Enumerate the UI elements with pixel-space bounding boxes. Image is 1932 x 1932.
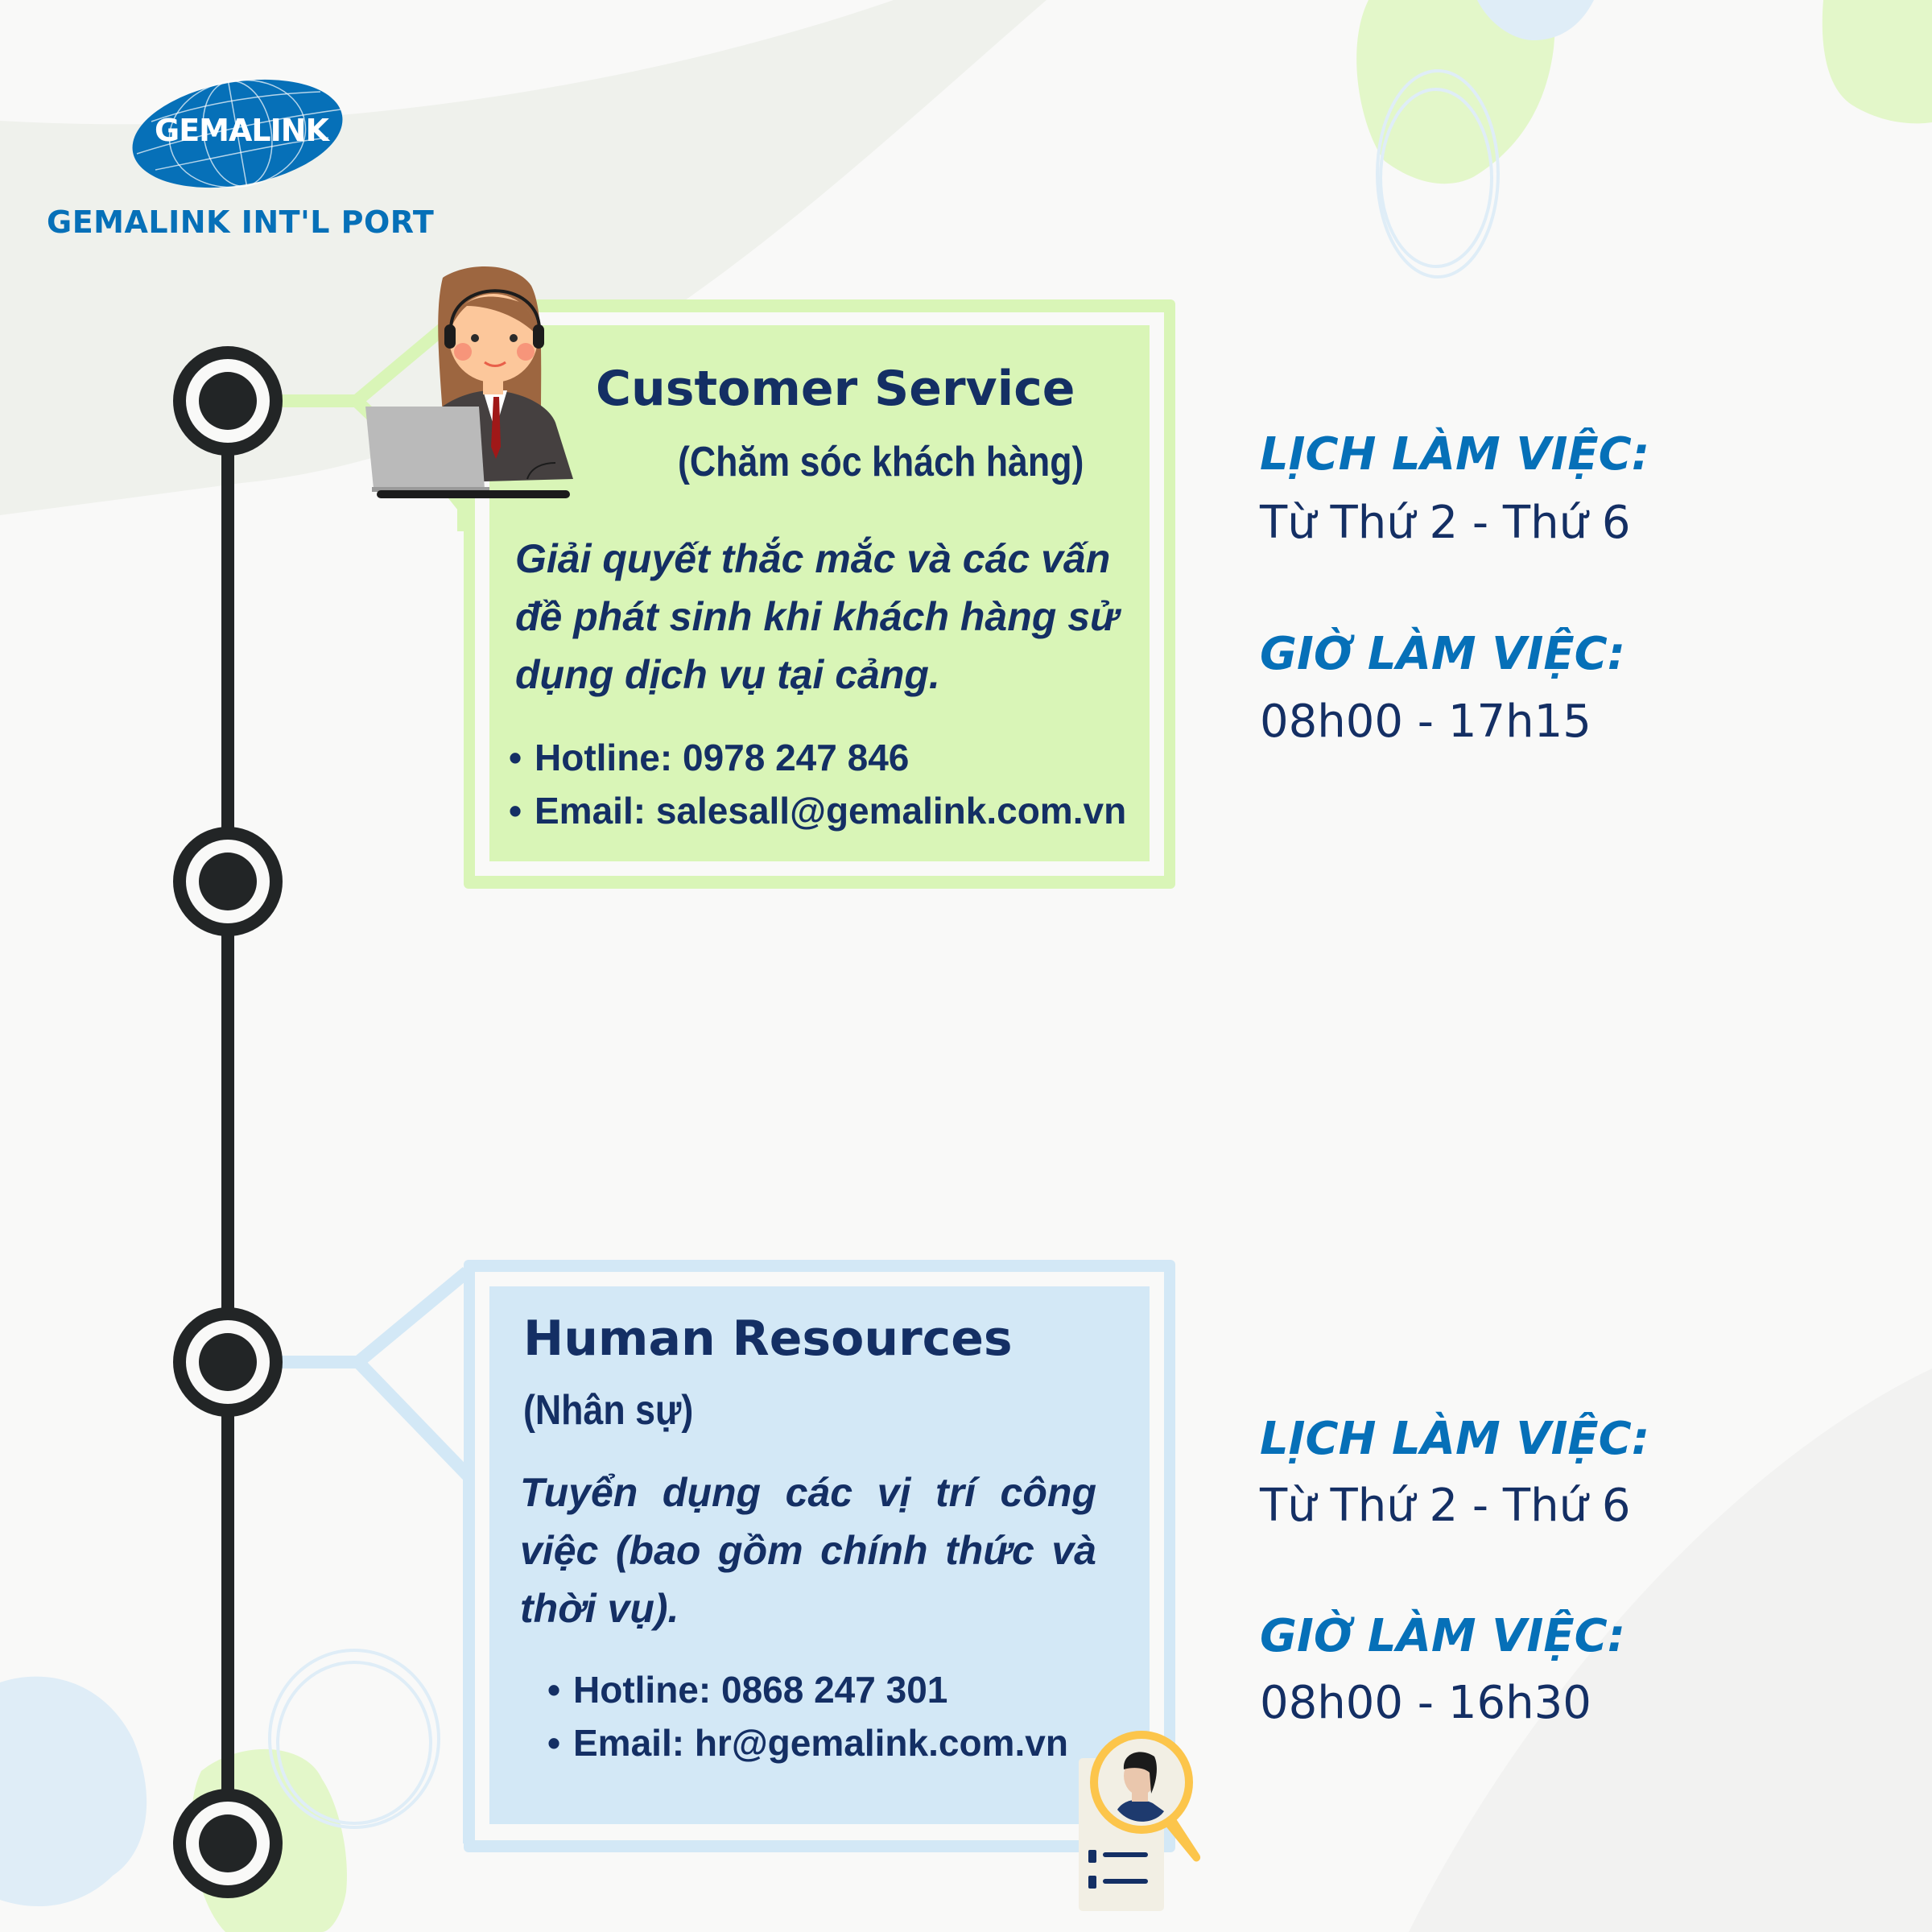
cs-contact-list: •Hotline: 0978 247 846 •Email: salesall@…: [509, 731, 1126, 837]
recruitment-magnifier-icon: [1079, 1731, 1201, 1911]
cs-schedule-days-label: LỊCH LÀM VIỆC:: [1260, 428, 1650, 481]
hr-hotline: •Hotline: 0868 247 301: [547, 1663, 1068, 1716]
hr-contact-list: •Hotline: 0868 247 301 •Email: hr@gemali…: [547, 1663, 1068, 1769]
blob-green-topright: [1822, 0, 1932, 124]
blob-blue-bottom: [0, 1676, 147, 1907]
customer-service-card-body: [489, 325, 1150, 861]
ring-top-outer: [1376, 69, 1500, 279]
bullet-icon: •: [547, 1669, 561, 1711]
hr-schedule-hours-label: GIỜ LÀM VIỆC:: [1260, 1610, 1626, 1662]
hr-email: •Email: hr@gemalink.com.vn: [547, 1716, 1068, 1769]
cs-hotline-value[interactable]: 0978 247 846: [682, 737, 910, 778]
background-swoosh-bottom: [1409, 1368, 1932, 1932]
cs-schedule-hours-label: GIỜ LÀM VIỆC:: [1260, 628, 1626, 680]
customer-service-agent-icon: [365, 266, 573, 498]
hr-hotline-value[interactable]: 0868 247 301: [720, 1669, 948, 1711]
bullet-icon: •: [547, 1722, 561, 1764]
gemalink-logo-globe-icon: [132, 79, 343, 188]
timeline-node: [173, 1789, 283, 1898]
ring-top-inner: [1379, 88, 1493, 268]
timeline-node: [173, 346, 283, 456]
ring-bottom-outer: [268, 1649, 440, 1829]
cs-email-value[interactable]: salesall@gemalink.com.vn: [655, 790, 1127, 832]
timeline-node: [173, 827, 283, 936]
bullet-icon: •: [509, 790, 522, 832]
hr-connector: [278, 1266, 476, 1843]
cs-email: •Email: salesall@gemalink.com.vn: [509, 784, 1126, 837]
hr-email-value[interactable]: hr@gemalink.com.vn: [694, 1722, 1068, 1764]
logo-wordmark: GEMALINK: [155, 113, 329, 148]
cs-schedule-days-value: Từ Thứ 2 - Thứ 6: [1260, 497, 1631, 549]
hr-description: Tuyển dụng các vị trí công việc (bao gồm…: [520, 1470, 1096, 1631]
hr-subtitle: (Nhân sự): [523, 1387, 694, 1434]
cs-description: Giải quyết thắc mắc và các vấn đề phát s…: [515, 536, 1119, 697]
cs-title: Customer Service: [596, 361, 1075, 417]
blob-green-top: [1356, 0, 1558, 184]
cs-hotline: •Hotline: 0978 247 846: [509, 731, 1126, 784]
bullet-icon: •: [509, 737, 522, 778]
hr-schedule-hours-value: 08h00 - 16h30: [1260, 1677, 1591, 1729]
ring-bottom-inner: [276, 1661, 432, 1825]
hr-schedule-days-value: Từ Thứ 2 - Thứ 6: [1260, 1480, 1631, 1532]
logo-caption: GEMALINK INT'L PORT: [47, 204, 435, 240]
hr-title: Human Resources: [523, 1311, 1013, 1367]
hr-schedule-days-label: LỊCH LÀM VIỆC:: [1260, 1413, 1650, 1465]
blob-blue-top: [1477, 0, 1594, 40]
cs-schedule-hours-value: 08h00 - 17h15: [1260, 696, 1591, 748]
human-resources-card-body: [489, 1286, 1150, 1824]
timeline-node: [173, 1307, 283, 1417]
cs-subtitle: (Chăm sóc khách hàng): [678, 439, 1084, 485]
